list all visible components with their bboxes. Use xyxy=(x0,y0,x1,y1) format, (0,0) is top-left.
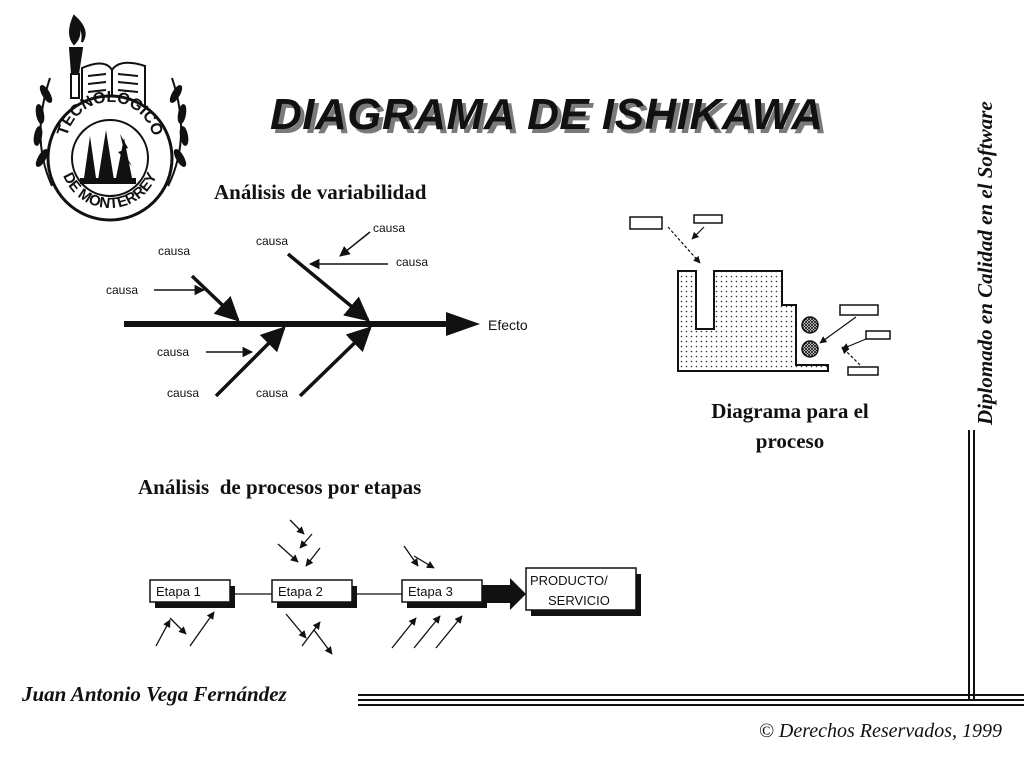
product-box xyxy=(525,567,637,611)
stages-heading: Análisis de procesos por etapas xyxy=(138,475,422,499)
product-label-line1: PRODUCTO/ xyxy=(530,573,608,588)
stage-label-1: Etapa 1 xyxy=(156,584,201,599)
stage-input-arrow xyxy=(413,555,435,569)
process-caption-line2: proceso xyxy=(755,429,825,453)
product-label-line2: SERVICIO xyxy=(548,593,610,608)
stage-input-arrow xyxy=(435,615,463,649)
stage-input-arrow xyxy=(299,533,313,549)
bone-lower-left xyxy=(214,326,286,398)
page-title: DIAGRAMA DE ISHIKAWA xyxy=(270,90,824,139)
stage-input-arrow xyxy=(155,619,171,647)
process-vessel xyxy=(677,270,829,372)
cause-label: causa xyxy=(158,244,190,258)
cause-label: causa xyxy=(256,386,288,400)
bone-upper-right xyxy=(286,252,370,322)
input-box-5 xyxy=(847,366,879,376)
product-shadow xyxy=(531,574,641,616)
stage-input-arrow xyxy=(403,545,419,567)
stage-input-arrow xyxy=(277,543,299,563)
bone-lower-right xyxy=(298,326,372,398)
stage-input-arrow xyxy=(313,629,333,655)
process-valve xyxy=(801,316,819,334)
cause-label: causa xyxy=(396,255,428,269)
process-valve xyxy=(801,340,819,358)
stage-shadow xyxy=(155,586,235,608)
stage-label-2: Etapa 2 xyxy=(278,584,323,599)
stage-input-arrow xyxy=(413,615,441,649)
stage-label-3: Etapa 3 xyxy=(408,584,453,599)
cause-label: causa xyxy=(256,234,288,248)
subcause-arrow-2 xyxy=(339,231,371,257)
stage-shadow xyxy=(407,586,487,608)
fishbone-spine-arrowhead xyxy=(446,312,480,336)
stage-input-arrow xyxy=(285,613,307,639)
stage-input-arrow xyxy=(289,519,305,535)
stage-input-arrow xyxy=(305,547,321,567)
author-name: Juan Antonio Vega Fernández xyxy=(22,682,287,706)
stage-output-arrow xyxy=(482,578,526,610)
stage-shadow xyxy=(277,586,357,608)
stage-input-arrow xyxy=(301,621,321,647)
process-arrow xyxy=(691,226,705,240)
process-arrow xyxy=(667,226,701,264)
process-arrow xyxy=(819,316,857,344)
tec-monterrey-logo: TECNOLÓGICO DE MONTERREY xyxy=(33,14,189,222)
stage-box-2 xyxy=(271,579,353,603)
input-box-1 xyxy=(629,216,663,230)
cause-label: causa xyxy=(106,283,138,297)
bone-upper-left xyxy=(190,274,240,322)
input-box-4 xyxy=(865,330,891,340)
process-caption-line1: Diagrama para el xyxy=(711,399,869,423)
program-name-vertical: Diplomado en Calidad en el Software xyxy=(973,101,997,425)
stage-input-arrow xyxy=(169,617,187,635)
title-shadow: DIAGRAMA DE ISHIKAWA xyxy=(274,94,828,143)
cause-label: causa xyxy=(157,345,189,359)
effect-label: Efecto xyxy=(488,317,528,333)
input-box-2 xyxy=(693,214,723,224)
stage-box-3 xyxy=(401,579,483,603)
copyright-notice: © Derechos Reservados, 1999 xyxy=(758,720,1002,742)
process-arrow xyxy=(841,346,861,366)
stage-box-1 xyxy=(149,579,231,603)
stage-input-arrow xyxy=(391,617,417,649)
input-box-3 xyxy=(839,304,879,316)
cause-label: causa xyxy=(167,386,199,400)
cause-label: causa xyxy=(373,221,405,235)
stage-input-arrow xyxy=(189,611,215,647)
title-block: DIAGRAMA DE ISHIKAWA DIAGRAMA DE ISHIKAW… xyxy=(270,90,910,160)
process-arrow xyxy=(841,338,867,350)
process-diagram xyxy=(629,214,891,376)
process-diagram-caption: Diagrama para el proceso xyxy=(672,396,908,456)
fishbone-heading: Análisis de variabilidad xyxy=(214,180,427,204)
